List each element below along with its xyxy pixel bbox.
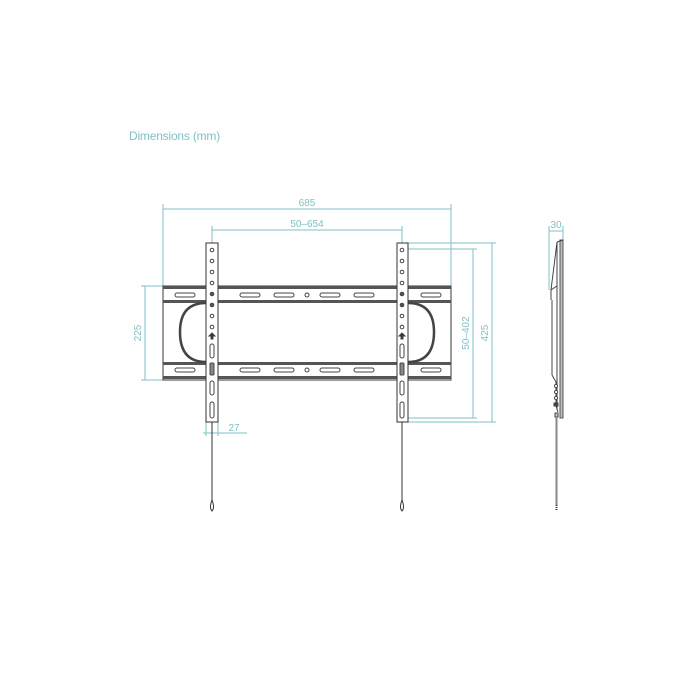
dim-vesa-horizontal: 50–654 [290, 219, 324, 230]
dimension-lines [141, 204, 564, 436]
front-view [162, 242, 452, 512]
dim-plate-height: 225 [133, 324, 144, 341]
right-upright [396, 242, 409, 512]
left-upright [205, 242, 219, 512]
side-view [550, 239, 564, 510]
dim-vesa-vertical: 50–402 [461, 316, 472, 350]
dim-overall-height: 425 [480, 324, 491, 341]
diagram-title: Dimensions (mm) [129, 129, 221, 143]
dim-depth: 30 [550, 220, 562, 231]
dim-overall-width: 685 [299, 198, 316, 209]
dim-upright-width: 27 [228, 423, 240, 434]
